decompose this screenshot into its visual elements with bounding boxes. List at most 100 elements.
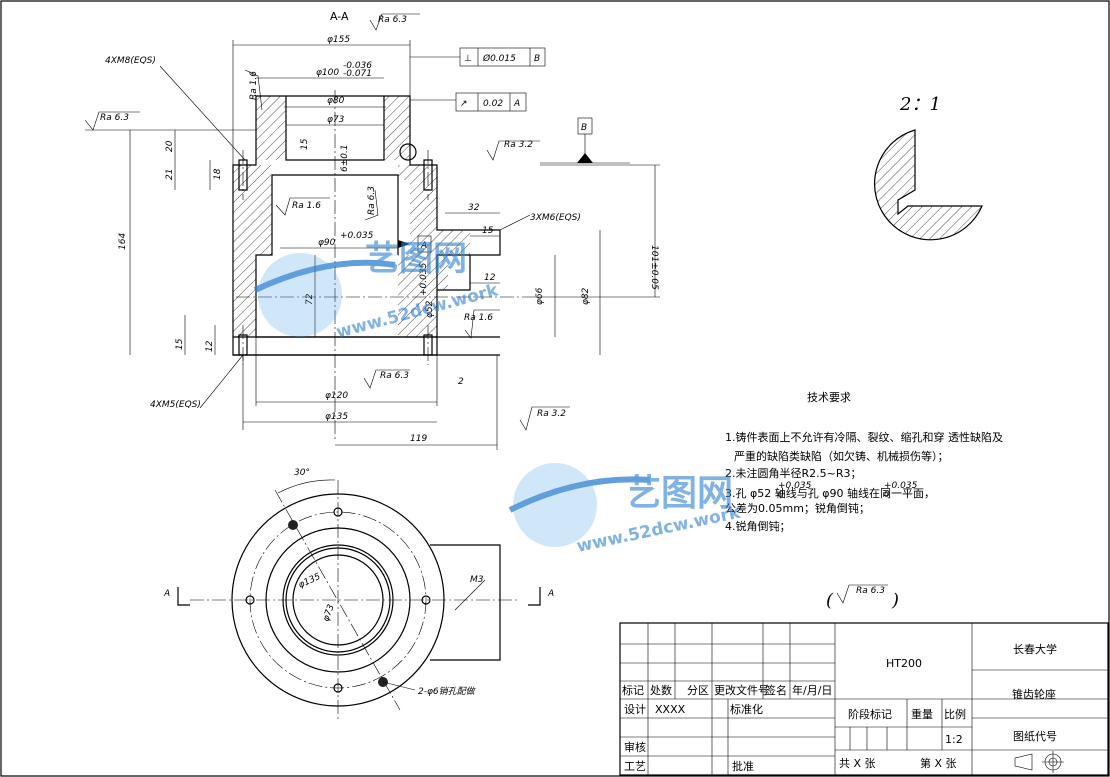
dim-d120: φ120 [325,391,348,401]
dim-d66: φ66 [535,287,545,305]
left-wall-hatch [233,165,272,337]
tech-sup1: +0.035 [778,481,812,491]
material: HT200 [886,657,922,670]
dim-d90-tol: +0.035 [340,231,374,241]
tb-approve: 批准 [732,759,754,773]
detail-view: 2：1 [874,94,983,241]
rough-paren-r: ) [891,590,899,611]
dim-h12: 12 [484,273,496,283]
tech-title: 技术要求 [807,391,851,404]
plan-side-boss [430,544,501,661]
general-rough-symbol [836,584,888,604]
dim-h6: 6±0.1 [340,144,350,172]
dim-d52: φ52 [425,300,435,318]
general-rough: Ra 6.3 [856,586,885,596]
detail-outline [874,129,983,241]
detail-scale: 2：1 [899,94,941,115]
svg-text:艺图网: 艺图网 [625,473,733,514]
tb-scale-value: 1:2 [945,733,963,746]
tb-std: 标准化 [730,702,763,716]
dim-d73: φ73 [327,115,345,125]
pin-leader [382,681,416,691]
dim-h15b: 15 [175,338,185,350]
tech-line-6: 4.锐角倒钝； [725,519,791,533]
dim-h164: 164 [118,233,128,250]
projection-symbol-icon [1014,751,1064,773]
dim-h20: 20 [165,140,175,152]
dim-h21: 21 [165,169,175,180]
plan-view: 30° φ135 φ73 M3 2-φ6销孔配做 A A [163,468,554,720]
holes-side-label: 3XM6(EQS) [530,213,581,223]
cut-a-right [528,587,541,606]
tap-hole-rb [423,334,433,356]
tb-process: 工艺 [624,760,646,773]
m3-leader [454,579,486,611]
tb-sheet: 第 X 张 [920,756,957,770]
rough-side-bore: Ra 1.6 [464,313,493,323]
holes-top-label: 4XM8(EQS) [105,56,156,66]
rough-top: Ra 6.3 [378,15,407,25]
tb-sheets: 共 X 张 [839,757,876,770]
tech-line-2: 严重的缺陷类缺陷（如欠铸、机械损伤等）； [734,449,949,463]
dim-h2: 2 [458,377,464,387]
tap-hole-l [238,159,248,191]
cut-a-left-label: A [163,589,170,599]
tb-mark: 标记 [622,683,644,697]
angle-30: 30° [294,468,310,478]
side-boss [437,255,471,291]
section-outline [232,95,501,356]
rough-bore: Ra 1.6 [292,201,321,211]
section-title: A-A [330,10,349,23]
tech-requirements: 技术要求 1.铸件表面上不允许有冷隔、裂纹、缩孔和穿 透性缺陷及 严重的缺陷类缺… [725,391,1003,611]
tb-weight: 重量 [911,707,933,721]
tech-line-3: 2.未注圆角半径R2.5~R3； [725,466,862,480]
cut-a-left [177,587,190,606]
tb-count: 处数 [650,684,672,697]
section-view: A-A [84,10,660,450]
dim-d100-tol-up: -0.036 [343,61,372,71]
plan-d73: φ73 [321,603,336,623]
tech-sup2: +0.035 [884,481,918,491]
top-flange-hatch-r [384,96,410,160]
watermark-2: 艺图网 www.52dcw.work [508,463,743,557]
dim-h12b: 12 [205,340,215,352]
tech-sub2: 0 [884,490,890,500]
detail-hatch [874,130,982,240]
tb-change: 更改文件号 [714,683,769,697]
rough-paren-l: ( [826,590,834,611]
tb-scale-label: 比例 [944,707,966,721]
gtol-runout: ↗ 0.02 A [410,92,527,112]
dim-h15: 15 [300,138,310,150]
title-block: HT200 长春大学 锥齿轮座 图纸代号 标记 处数 分区 更改文件号 签名 年… [619,622,1109,776]
pin-holes-label: 2-φ6销孔配做 [418,686,477,697]
part-name: 锥齿轮座 [1012,687,1056,701]
tech-line-5: 公差为0.05mm；锐角倒钝； [725,501,870,515]
dim-d135: φ135 [325,412,348,422]
dim-d82: φ82 [581,287,591,305]
tech-line-1: 1.铸件表面上不允许有冷隔、裂纹、缩孔和穿 透性缺陷及 [725,430,1003,444]
dim-d100-tol-lo: -0.071 [343,69,372,79]
plan-pin-cl [274,489,401,711]
watermark-1: 艺图网 www.52dcw.work [253,239,501,343]
tb-check: 审核 [624,740,646,754]
svg-text:艺图网: 艺图网 [365,239,467,279]
tech-line-4: 3.孔 φ52 轴线与孔 φ90 轴线在同一平面， [725,486,935,500]
tap-hole-r [423,159,433,191]
tb-date: 年/月/日 [792,683,832,697]
tb-stage: 阶段标记 [848,707,892,721]
dim-d90: φ90 [318,238,336,248]
dim-w119: 119 [410,434,427,444]
cut-a-right-label: A [547,589,554,599]
svg-text:B: B [534,54,540,64]
tb-design: 设计 [624,703,646,716]
datum-b: B [540,117,630,164]
dim-w15: 15 [482,226,494,236]
gtol-perpendicularity: ⊥ Ø0.015 B [410,47,546,67]
tb-designer: XXXX [655,703,686,716]
m3-label: M3 [470,575,484,585]
drawing-no: 图纸代号 [1013,730,1057,743]
dim-d155: φ155 [327,35,350,45]
school: 长春大学 [1013,642,1057,656]
